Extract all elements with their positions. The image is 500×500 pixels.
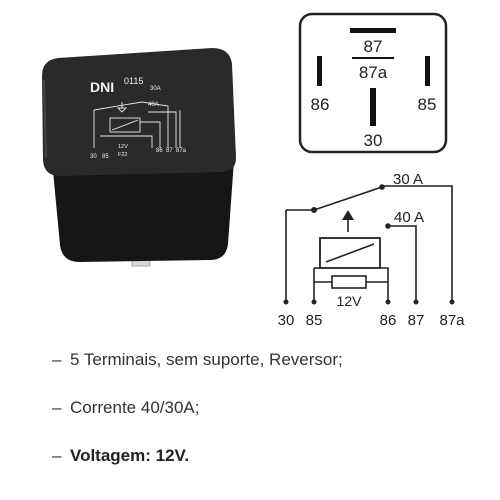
relay-pin-label: 87	[166, 148, 173, 154]
spec-bullet: –	[52, 398, 62, 417]
relay-rating-30: 30A	[150, 86, 161, 92]
spec-text: Corrente 40/30A;	[70, 398, 200, 417]
terminal-node	[385, 299, 391, 305]
terminal-node	[413, 299, 419, 305]
spec-bullet: –	[52, 350, 62, 369]
relay-coil-voltage: 12V	[118, 144, 128, 150]
relay-pin-label: 87a	[176, 148, 187, 154]
relay-brand: DNI	[90, 79, 114, 95]
pin-87-blade	[350, 28, 396, 33]
relay-fuse: F22	[118, 152, 127, 158]
relay-pin-label: 85	[102, 154, 109, 160]
relay-body-side	[52, 160, 234, 262]
spec-text-bold: Voltagem: 12V.	[70, 446, 190, 465]
relay-rating-40: 40A	[148, 102, 159, 108]
actuator-arrow	[342, 210, 354, 220]
pin-label-30: 30	[364, 131, 383, 150]
pin-label-86: 86	[311, 95, 330, 114]
schematic-terminal-label: 87	[408, 312, 425, 329]
pinout-frame	[298, 12, 448, 154]
relay-pin-label: 30	[90, 154, 97, 160]
schematic-terminal-label: 86	[380, 312, 397, 329]
pin-label-85: 85	[418, 95, 437, 114]
spec-item-voltage: –Voltagem: 12V.	[52, 446, 482, 466]
pin-label-87: 87	[364, 37, 383, 56]
terminal-node	[311, 299, 317, 305]
schematic-terminal-label: 85	[306, 312, 323, 329]
pin-87a-divider	[352, 57, 394, 59]
spec-text: 5 Terminais, sem suporte, Reversor;	[70, 350, 343, 369]
terminal-node	[449, 299, 455, 305]
pin-label-87a: 87a	[359, 63, 388, 82]
terminal-node	[283, 299, 289, 305]
spec-item-current: –Corrente 40/30A;	[52, 398, 482, 418]
spec-bullet: –	[52, 446, 62, 465]
schematic-terminal-label: 30	[278, 312, 295, 329]
pin-30-blade	[370, 88, 376, 126]
pin-86-blade	[317, 56, 322, 86]
relay-body-top	[42, 48, 236, 176]
schematic-coil-voltage: 12V	[337, 293, 363, 309]
spec-list: –5 Terminais, sem suporte, Reversor; –Co…	[52, 350, 482, 494]
spec-item-terminals: –5 Terminais, sem suporte, Reversor;	[52, 350, 482, 370]
schematic-terminal-label: 87a	[439, 312, 465, 329]
relay-printed-circuit	[93, 101, 181, 148]
relay-pin-label: 86	[156, 148, 163, 154]
relay-photo: DNI 0115 30A 40A 12V F22 30 85 86 87 87a	[42, 48, 236, 267]
relay-model: 0115	[124, 76, 143, 86]
schematic-rating-40: 40 A	[394, 209, 424, 226]
wiring-schematic: 30 A 40 A 12V 30 85 86 87 87a	[278, 171, 466, 329]
pinout-diagram: 87 87a 86 85 30	[298, 12, 448, 154]
schematic-rating-30: 30 A	[393, 171, 423, 188]
pin-85-blade	[425, 56, 430, 86]
